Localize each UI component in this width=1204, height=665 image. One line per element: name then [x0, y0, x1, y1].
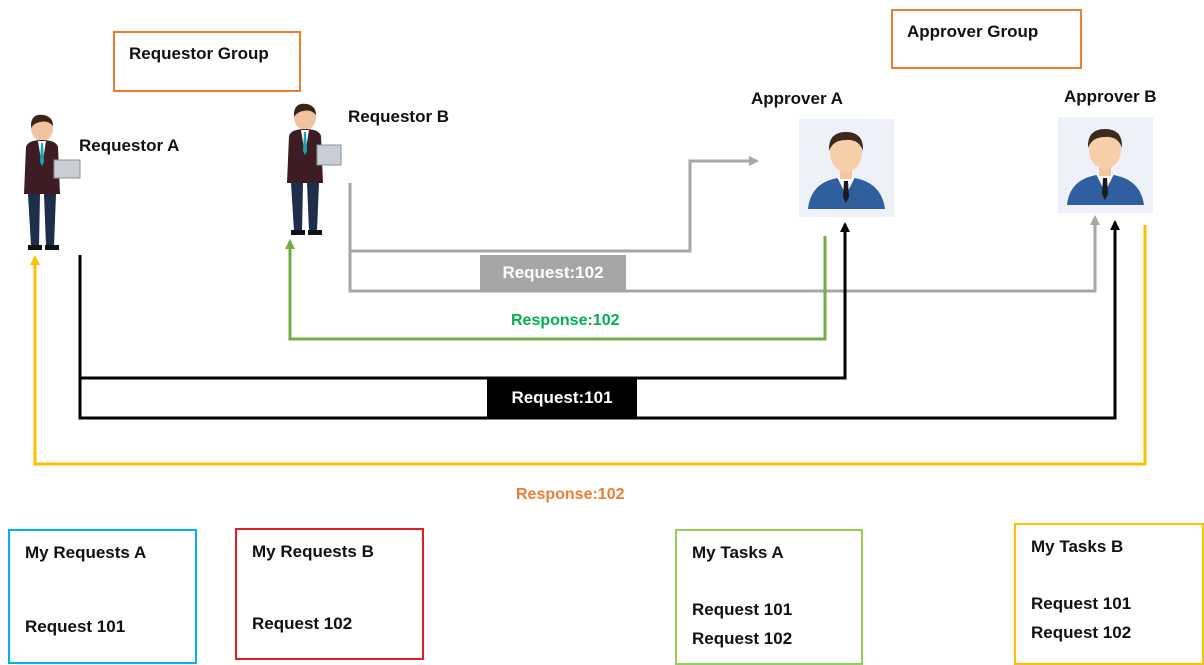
panel-title: My Tasks B — [1031, 537, 1124, 556]
approver-b-label: Approver B — [1064, 87, 1157, 106]
response-102-green-connector — [285, 236, 827, 341]
panel-item: Request 102 — [692, 629, 793, 648]
request-102-tag: Request:102 — [480, 255, 626, 291]
panel-item: Request 102 — [252, 614, 353, 633]
approver-group-label: Approver Group — [907, 22, 1039, 41]
my-tasks-a-panel: My Tasks A Request 101 Request 102 — [675, 529, 863, 665]
panel-item: Request 102 — [1031, 623, 1132, 642]
panel-item: Request 101 — [25, 617, 126, 636]
approver-a-avatar — [799, 119, 894, 217]
user-avatar-icon — [1067, 129, 1144, 205]
panel-item: Request 101 — [1031, 594, 1132, 613]
response-102-orange-label: Response:102 — [516, 486, 625, 503]
response-102-green-label: Response:102 — [511, 312, 620, 329]
my-requests-a-panel: My Requests A Request 101 — [8, 529, 197, 664]
approver-group-box: Approver Group — [891, 9, 1082, 69]
request-101-tag: Request:101 — [487, 379, 637, 417]
user-avatar-icon — [808, 132, 885, 209]
requestor-group-box: Requestor Group — [113, 31, 301, 92]
panel-title: My Tasks A — [692, 543, 784, 562]
businessman-icon — [287, 103, 342, 235]
panel-title: My Requests A — [25, 543, 147, 562]
requestor-group-label: Requestor Group — [129, 44, 269, 63]
businessman-icon — [24, 114, 81, 250]
response-102-orange-connector — [30, 225, 1147, 466]
request-102-connector — [348, 156, 1100, 293]
requestor-b-label: Requestor B — [348, 107, 450, 126]
request-101-connector — [78, 220, 1120, 420]
requestor-a-label: Requestor A — [79, 136, 180, 155]
approver-b-avatar — [1058, 117, 1153, 213]
my-tasks-b-panel: My Tasks B Request 101 Request 102 — [1014, 523, 1204, 665]
my-requests-b-panel: My Requests B Request 102 — [235, 528, 424, 660]
approver-a-label: Approver A — [751, 89, 843, 108]
panel-item: Request 101 — [692, 600, 793, 619]
panel-title: My Requests B — [252, 542, 374, 561]
